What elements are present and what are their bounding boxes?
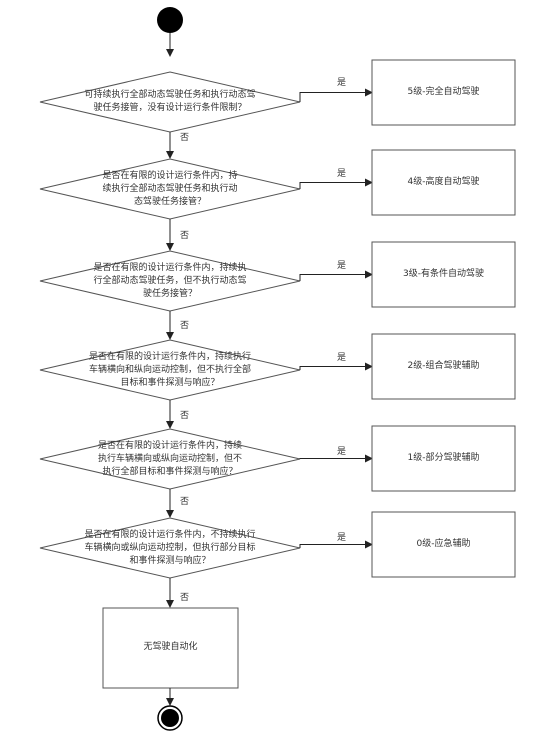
level-text-4: 2级-组合驾驶辅助 bbox=[407, 360, 480, 371]
decision-text-4: 是否在有限的设计运行条件内，持续执行 车辆横向和纵向运动控制，但不执行全部 目标… bbox=[88, 351, 251, 388]
decision-text-2: 是否在有限的设计运行条件内，持 续执行全部动态驾驶任务和执行动 态驾驶任务接管？ bbox=[102, 170, 238, 207]
start-node bbox=[157, 7, 183, 33]
level-box-1 bbox=[371, 59, 516, 126]
level-text-3: 3级-有条件自动驾驶 bbox=[403, 268, 484, 279]
no-label-final: 否 bbox=[180, 593, 190, 603]
level-text-6: 0级-应急辅助 bbox=[416, 538, 471, 549]
level-text-2: 4级-高度自动驾驶 bbox=[407, 176, 480, 187]
yes-arrow-5 bbox=[299, 454, 373, 463]
yes-arrow-4 bbox=[299, 362, 373, 371]
yes-label-1: 是 bbox=[337, 78, 347, 88]
no-label-1: 否 bbox=[180, 133, 190, 143]
yes-label-2: 是 bbox=[337, 169, 347, 179]
yes-arrow-6 bbox=[299, 540, 373, 549]
no-label-4: 否 bbox=[180, 411, 190, 421]
final-box-label: 无驾驶自动化 bbox=[143, 642, 198, 652]
level-text-5: 1级-部分驾驶辅助 bbox=[407, 452, 480, 463]
no-label-2: 否 bbox=[180, 231, 190, 241]
yes-arrow-2 bbox=[299, 178, 373, 189]
level-text-1: 5级-完全自动驾驶 bbox=[407, 86, 480, 97]
decision-text-5: 是否在有限的设计运行条件内，持续 执行车辆横向或纵向运动控制，但不 执行全部目标… bbox=[97, 440, 242, 477]
level-box-3 bbox=[371, 241, 516, 308]
decision-text-6: 是否在有限的设计运行条件内，不持续执行 车辆横向或纵向运动控制，但执行部分目标 … bbox=[84, 529, 256, 566]
yes-label-4: 是 bbox=[337, 353, 347, 363]
yes-label-6: 是 bbox=[337, 533, 347, 543]
decision-text-1: 可持续执行全部动态驾驶任务和执行动态驾 驶任务接管，没有设计运行条件限制？ bbox=[84, 90, 256, 113]
level-box-2 bbox=[371, 149, 516, 216]
no-label-5: 否 bbox=[180, 497, 190, 507]
no-label-3: 否 bbox=[180, 321, 190, 331]
decision-text-3: 是否在有限的设计运行条件内，持续执 行全部动态驾驶任务，但不执行动态驾 驶任务接… bbox=[93, 262, 247, 299]
yes-arrow-1 bbox=[299, 88, 373, 102]
level-box-6 bbox=[371, 511, 516, 578]
final-box bbox=[102, 607, 239, 689]
yes-label-3: 是 bbox=[337, 261, 347, 271]
level-box-5 bbox=[371, 425, 516, 492]
end-node-core bbox=[161, 709, 179, 727]
yes-arrow-3 bbox=[299, 270, 373, 281]
level-box-4 bbox=[371, 333, 516, 400]
yes-label-5: 是 bbox=[337, 447, 347, 457]
